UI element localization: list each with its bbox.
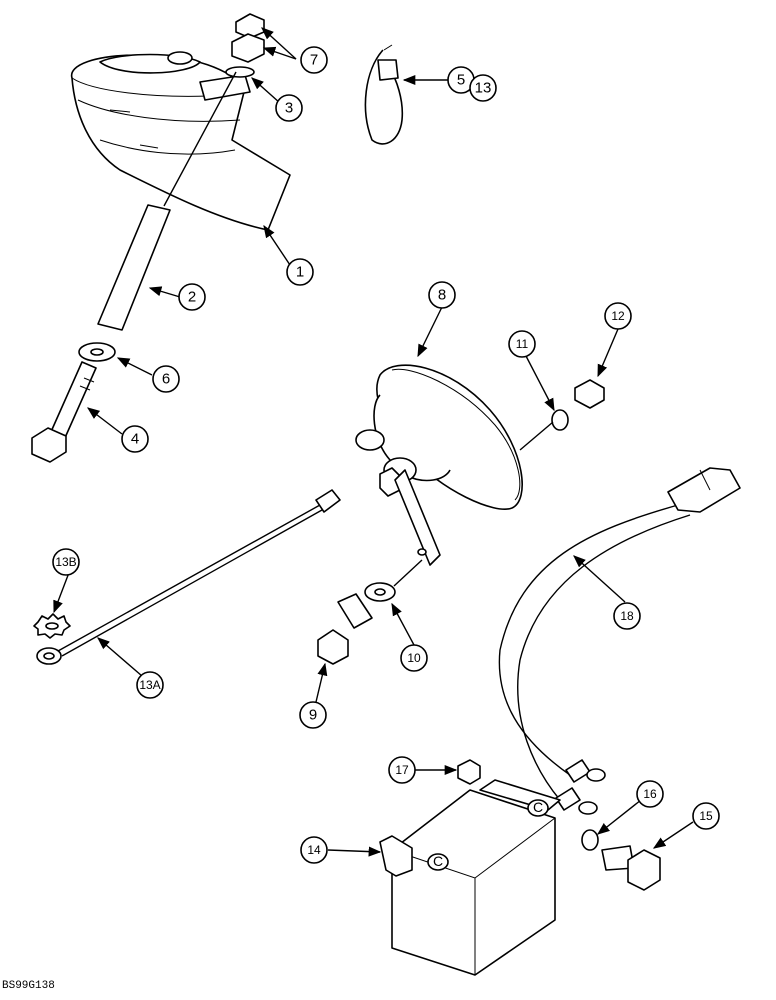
callout-9: 9 (299, 701, 327, 729)
callout-13a: 13A (136, 671, 164, 699)
svg-text:15: 15 (699, 809, 713, 823)
callout-17: 17 (388, 756, 416, 784)
svg-text:13A: 13A (139, 678, 160, 692)
svg-text:10: 10 (407, 651, 421, 665)
svg-text:3: 3 (285, 100, 293, 117)
callout-11: 11 (508, 330, 536, 358)
lock-washer-part (225, 66, 255, 78)
callout-6: 6 (152, 365, 180, 393)
svg-text:11: 11 (516, 337, 529, 351)
upper-horn-part (70, 51, 291, 231)
svg-text:7: 7 (310, 52, 318, 69)
callout-3: 3 (275, 94, 303, 122)
callout-4: 4 (121, 425, 149, 453)
relay-nut-part (457, 759, 481, 785)
wire-harness-part (498, 467, 741, 815)
svg-text:4: 4 (131, 431, 139, 448)
washer-part (78, 342, 116, 362)
cable-tie-part (364, 44, 404, 145)
callout-8: 8 (428, 281, 456, 309)
relay-module-part: C C (379, 779, 561, 976)
relay-bolt-part (601, 845, 661, 891)
callout-2: 2 (178, 283, 206, 311)
star-washer-part (33, 613, 71, 639)
svg-text:13B: 13B (55, 555, 76, 569)
svg-text:8: 8 (438, 287, 446, 304)
spacer-tube-part (97, 204, 171, 331)
horn-lock-washer-part (551, 409, 569, 431)
callout-1: 1 (286, 258, 314, 286)
svg-text:C: C (533, 799, 543, 815)
callout-10: 10 (400, 644, 428, 672)
callout-14: 14 (300, 836, 328, 864)
callout-16: 16 (636, 780, 664, 808)
bolt-part (31, 361, 97, 463)
nuts-part (231, 13, 265, 63)
callout-18: 18 (613, 602, 641, 630)
callout-15: 15 (692, 802, 720, 830)
svg-text:2: 2 (188, 289, 196, 306)
figure-reference-code: BS99G138 (2, 980, 55, 992)
bracket-washer-part (364, 582, 396, 602)
svg-text:14: 14 (307, 843, 321, 857)
horn-part (355, 364, 523, 566)
relay-lock-washer-part (581, 829, 599, 851)
svg-text:1: 1 (296, 264, 304, 281)
callout-12: 12 (604, 302, 632, 330)
svg-text:12: 12 (611, 309, 625, 323)
horn-nut-part (574, 379, 605, 409)
ground-wire-part (36, 489, 341, 665)
mount-bolt-part (317, 593, 373, 665)
svg-text:C: C (433, 853, 443, 869)
svg-text:5: 5 (457, 72, 465, 89)
callout-13b: 13B (52, 548, 80, 576)
callout-13: 13 (469, 74, 497, 102)
svg-text:18: 18 (620, 609, 634, 623)
svg-text:9: 9 (309, 707, 317, 724)
callout-7: 7 (300, 46, 328, 74)
svg-text:6: 6 (162, 371, 170, 388)
svg-text:16: 16 (643, 787, 657, 801)
svg-text:13: 13 (475, 80, 492, 97)
svg-text:17: 17 (395, 763, 409, 777)
